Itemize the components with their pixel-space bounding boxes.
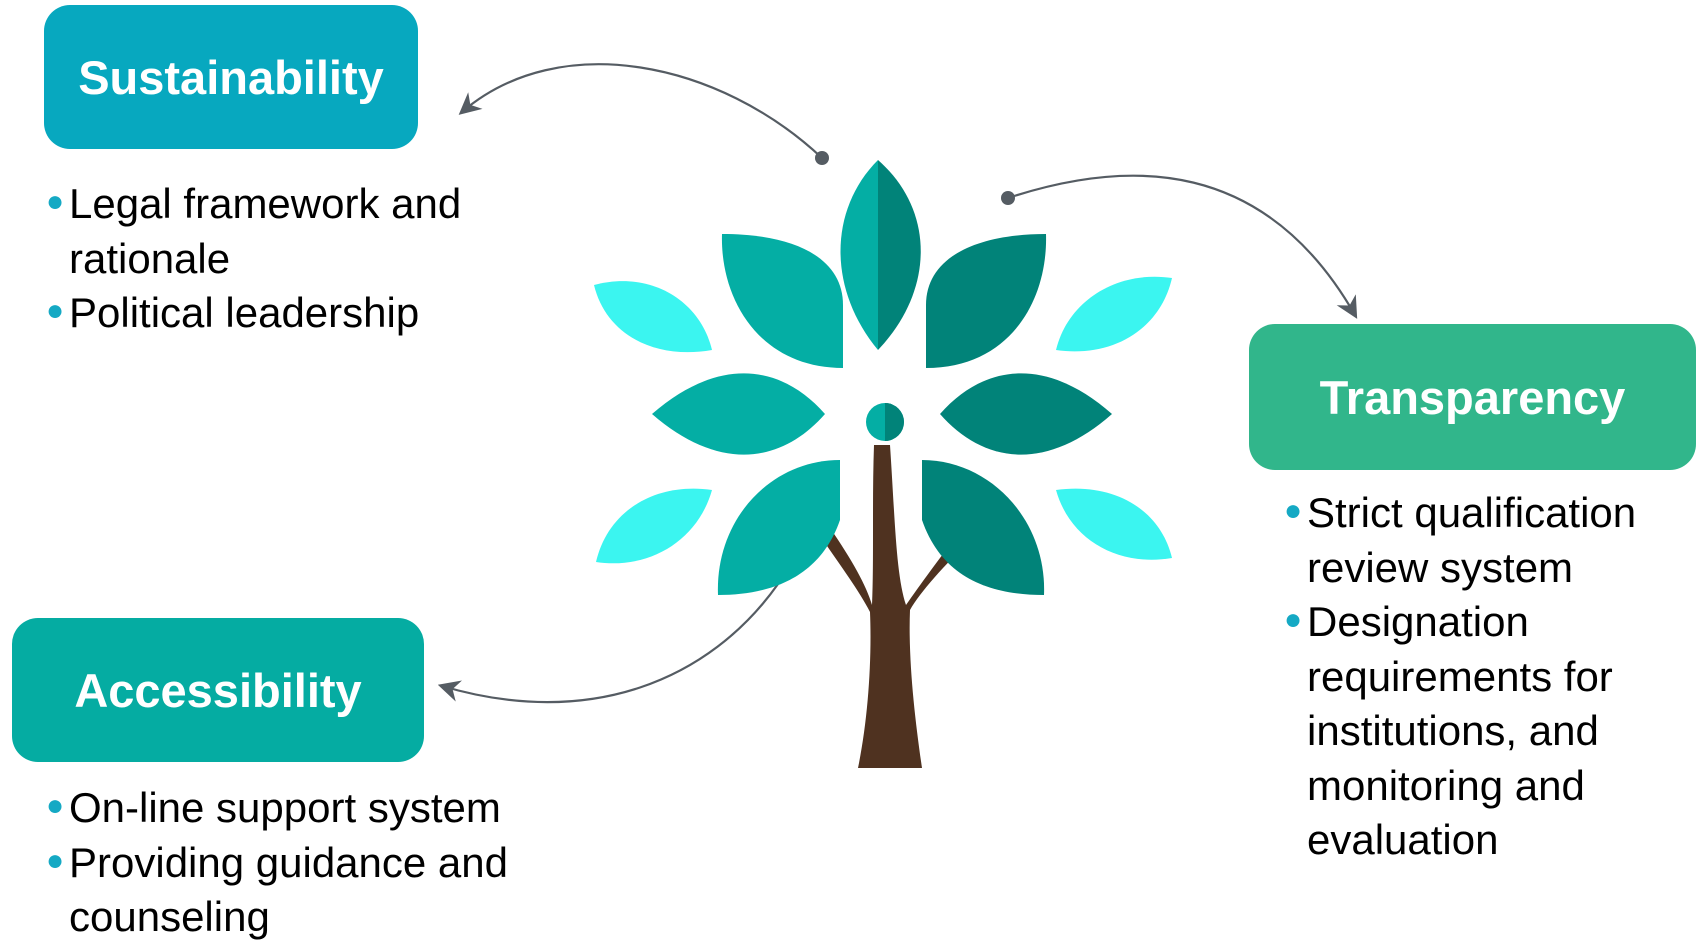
leaf-small-upper-right xyxy=(1056,276,1172,352)
transparency-title: Transparency xyxy=(1319,370,1626,424)
arrow-start-dot-sustainability xyxy=(815,151,829,165)
bullet-dot-icon: ● xyxy=(46,294,65,327)
tree-icon xyxy=(594,160,1172,768)
accessibility-title: Accessibility xyxy=(74,663,362,717)
bullet-dot-icon: ● xyxy=(46,185,65,218)
leaf-left xyxy=(652,373,825,455)
bullet-dot-icon: ● xyxy=(46,843,65,877)
leaf-small-lower-right xyxy=(1056,488,1172,560)
leaf-lower-left xyxy=(717,460,840,595)
list-item: ●On-line support system xyxy=(44,781,604,836)
connector-arrows xyxy=(437,63,1358,704)
leaf-top-right-half xyxy=(878,160,921,350)
list-item: ●Designation requirements for institutio… xyxy=(1282,595,1696,868)
transparency-list: ●Strict qualification review system ●Des… xyxy=(1282,486,1696,868)
leaf-upper-right xyxy=(926,234,1047,368)
arrow-to-transparency xyxy=(1007,174,1358,319)
sustainability-box: Sustainability xyxy=(44,5,418,149)
leaf-right xyxy=(940,373,1112,455)
leaf-top-left-half xyxy=(840,160,878,350)
transparency-box: Transparency xyxy=(1249,324,1696,470)
list-item: ●Providing guidance and counseling xyxy=(44,836,604,945)
accessibility-list: ●On-line support system ●Providing guida… xyxy=(44,781,604,945)
leaf-small-upper-left xyxy=(594,281,712,353)
leaf-lower-right xyxy=(922,460,1045,595)
accessibility-box: Accessibility xyxy=(12,618,424,762)
bullet-dot-icon: ● xyxy=(46,789,65,822)
sustainability-title: Sustainability xyxy=(78,50,384,104)
list-item: ●Legal framework and rationale xyxy=(44,177,504,286)
bullet-dot-icon: ● xyxy=(1284,494,1303,527)
leaf-upper-left xyxy=(721,234,843,368)
list-item: ●Political leadership xyxy=(44,286,504,341)
arrow-start-dot-transparency xyxy=(1001,191,1015,205)
tree-trunk xyxy=(823,445,970,768)
sustainability-list: ●Legal framework and rationale ●Politica… xyxy=(44,177,504,341)
leaf-small-lower-left xyxy=(596,488,712,564)
list-item: ●Strict qualification review system xyxy=(1282,486,1696,595)
arrow-to-sustainability xyxy=(458,63,823,159)
arrow-to-accessibility xyxy=(437,583,779,704)
bullet-dot-icon: ● xyxy=(1284,603,1303,636)
